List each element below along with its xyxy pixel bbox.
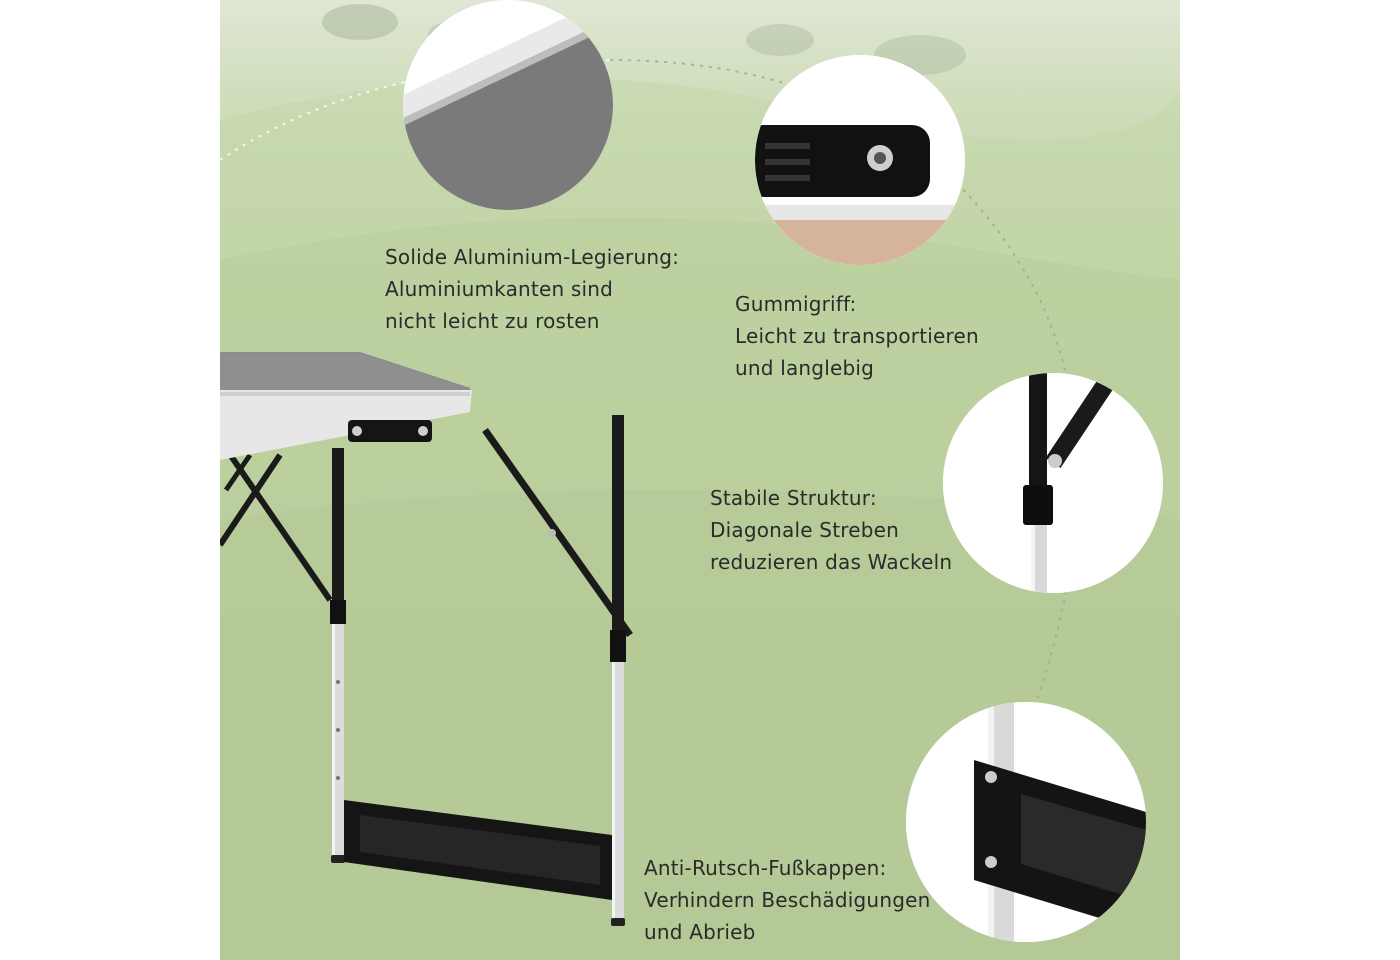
feature-title: Anti-Rutsch-Fußkappen:: [644, 856, 887, 880]
feature-title: Gummigriff:: [735, 292, 857, 316]
feature-line: Diagonale Streben: [710, 518, 899, 542]
feature-line: Leicht zu transportieren: [735, 324, 979, 348]
feature-title: Solide Aluminium-Legierung:: [385, 245, 680, 269]
feature-title: Stabile Struktur:: [710, 486, 877, 510]
detail-aluminium-edge: [403, 0, 613, 210]
folding-table-illustration: [220, 352, 633, 926]
feature-line: Verhindern Beschädigungen: [644, 888, 931, 912]
feature-caption-handle: Gummigriff: Leicht zu transportieren und…: [735, 288, 979, 384]
strut-joint-icon: [943, 373, 1163, 593]
feature-caption-aluminium: Solide Aluminium-Legierung: Aluminiumkan…: [385, 241, 679, 337]
handle-icon: [755, 55, 965, 265]
detail-diagonal-strut: [943, 373, 1163, 593]
feature-line: Aluminiumkanten sind: [385, 277, 614, 301]
detail-foot-caps: [906, 702, 1146, 942]
feature-line: und Abrieb: [644, 920, 756, 944]
feature-line: reduzieren das Wackeln: [710, 550, 953, 574]
foot-cap-icon: [906, 702, 1146, 942]
detail-rubber-handle: [755, 55, 965, 265]
feature-line: nicht leicht zu rosten: [385, 309, 600, 333]
feature-caption-foot-caps: Anti-Rutsch-Fußkappen: Verhindern Beschä…: [644, 852, 930, 948]
feature-caption-structure: Stabile Struktur: Diagonale Streben redu…: [710, 482, 952, 578]
feature-line: und langlebig: [735, 356, 874, 380]
aluminium-texture-icon: [403, 0, 613, 210]
